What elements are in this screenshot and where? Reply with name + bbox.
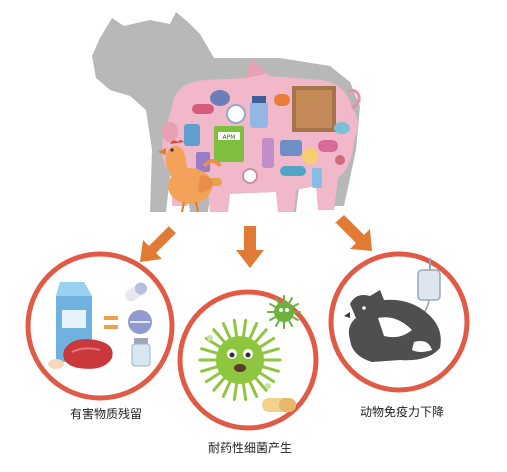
resistant-bacteria-caption: 耐药性细菌产生 [208,441,292,455]
immunity-decline-caption: 动物免疫力下降 [360,404,444,419]
bacteria-spike [269,315,278,321]
residue-caption: 有害物质残留 [70,406,142,421]
bacteria-spike [221,322,233,342]
bacteria-spike [247,322,259,342]
residue-panel [25,251,175,401]
sick-calf-icon [344,290,441,362]
bacteria-spike [212,328,228,345]
arrow-left [140,224,176,262]
bacteria-spike [241,380,248,402]
bacteria-spike [290,315,299,321]
bacteria-spike [232,380,239,402]
bacteria-spike [221,378,233,398]
bacteria-spike [212,375,228,392]
bacteria-spike [287,297,293,306]
tablet-icon [128,310,152,334]
vial-icon [131,338,151,367]
bacteria-spike [241,318,248,340]
bacteria-spike [290,303,299,309]
bacteria-spike [259,364,280,373]
drug-collage: APM [174,86,350,188]
bacteria-spike [259,347,280,356]
bacteria-icon [198,318,282,402]
bacteria-spike [252,328,268,345]
meat-icon [48,339,113,369]
bacteria-spike [204,370,223,384]
bacteria-spike [200,364,221,373]
down-arrow-icon [140,224,176,262]
bacteria-spike [247,378,259,398]
arrow-right [334,215,372,251]
bacteria-spike [200,347,221,356]
capsule-icon [125,282,147,302]
bacteria-spike [232,318,239,340]
bacteria-spike [257,336,276,350]
bacteria-spike [257,370,276,384]
bacteria-icon [207,295,301,389]
immunity-decline-panel [328,251,470,393]
bottle-label: APM [223,134,236,141]
bacteria-spike [269,303,278,309]
arrow-center [236,226,264,268]
pig-with-drugs-icon: APM [162,58,361,212]
resistant-bacteria-panel [177,289,319,431]
bacteria-spike [252,375,268,392]
down-arrow-icon [236,226,264,268]
bacteria-spike [275,318,281,327]
capsule-icon [262,398,296,412]
livestock-illustration: APM [92,12,361,213]
chicken-icon [158,140,222,213]
bacteria-spike [275,297,281,306]
down-arrow-icon [334,215,372,251]
equals-sign-icon [104,316,118,329]
bacteria-spike [287,318,293,327]
